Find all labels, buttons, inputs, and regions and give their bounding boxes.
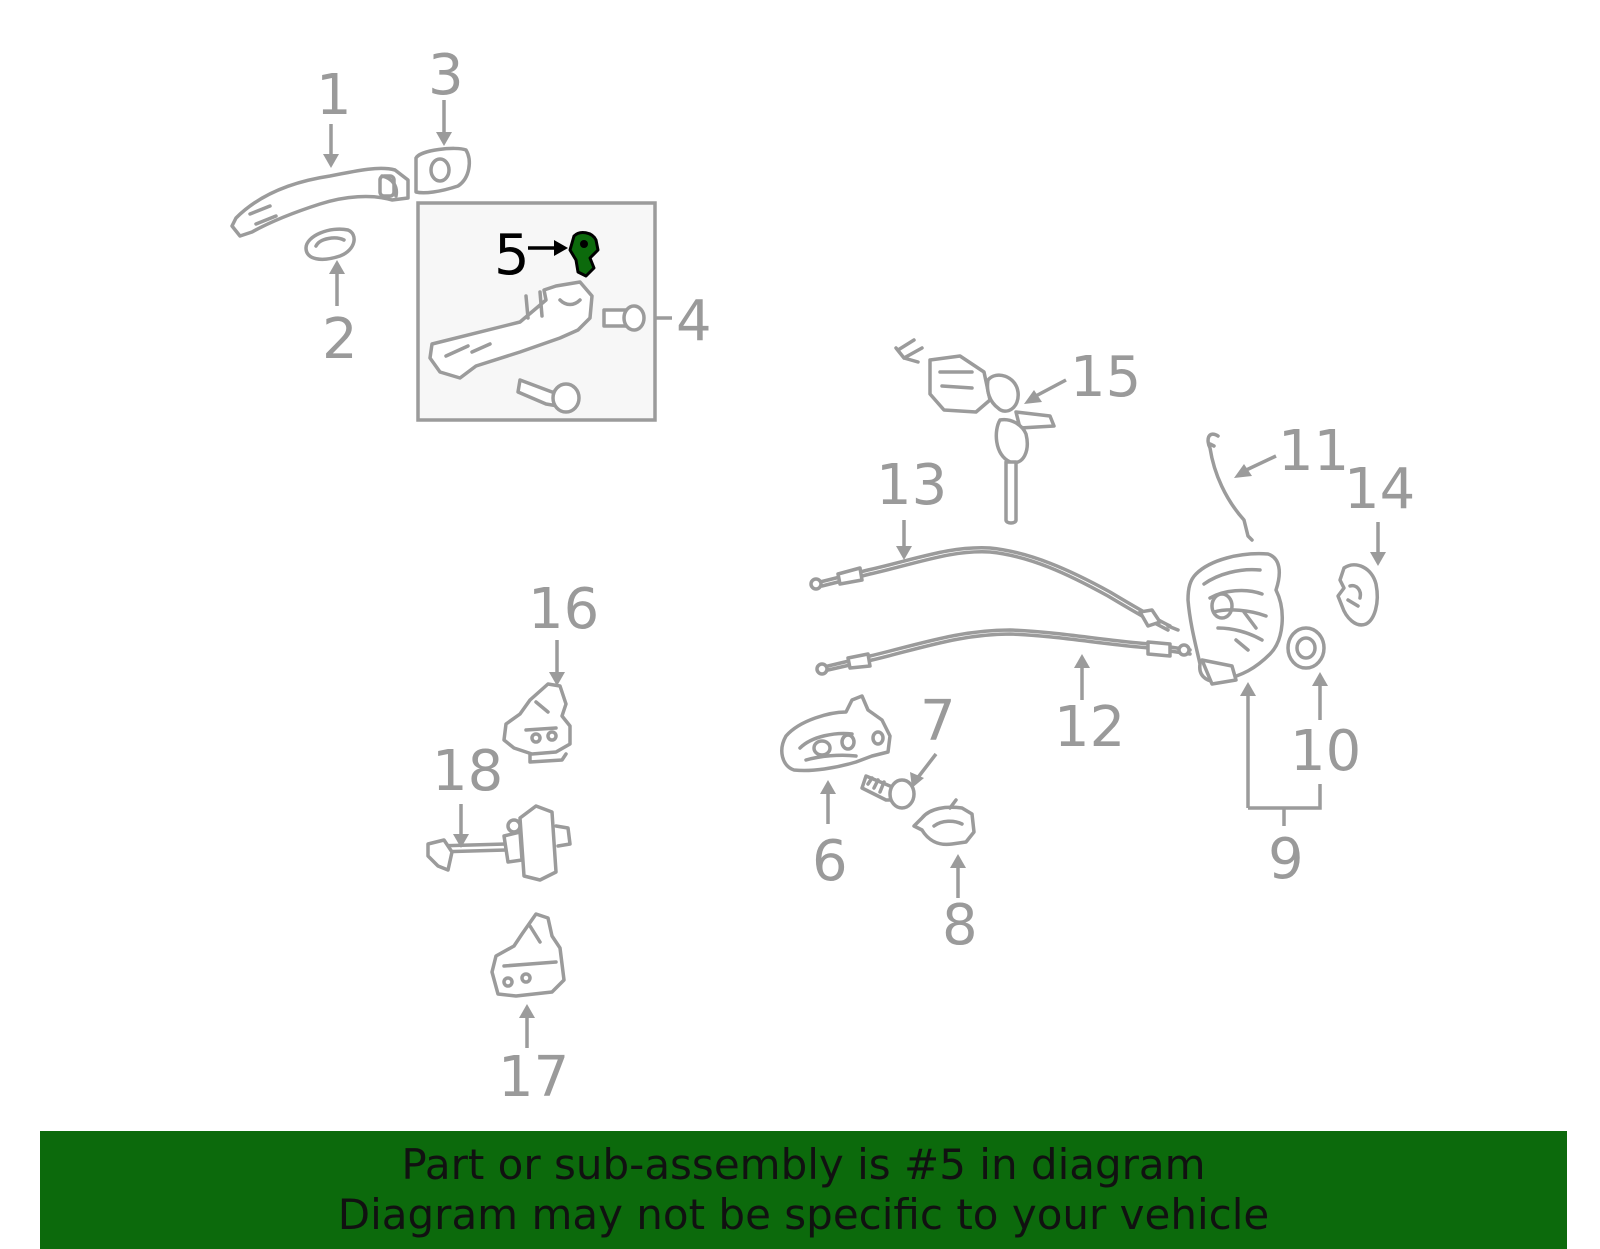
callout-3: 3 bbox=[428, 43, 464, 108]
part-14-clip[interactable] bbox=[1336, 563, 1379, 627]
leader-lines bbox=[323, 100, 1386, 1048]
callout-1: 1 bbox=[316, 63, 352, 128]
part-11-lock-rod[interactable] bbox=[1206, 432, 1254, 542]
part-17-lower-hinge[interactable] bbox=[490, 912, 566, 998]
callout-8: 8 bbox=[942, 893, 978, 958]
part-3-handle-cap[interactable] bbox=[414, 146, 472, 195]
part-7-screw[interactable] bbox=[860, 774, 916, 810]
part-16-upper-hinge[interactable] bbox=[502, 682, 572, 764]
notice-banner: Part or sub-assembly is #5 in diagram Di… bbox=[40, 1131, 1567, 1249]
callout-13: 13 bbox=[876, 453, 947, 518]
part-9-door-lock[interactable] bbox=[1186, 551, 1284, 686]
callout-10: 10 bbox=[1290, 719, 1361, 784]
part-15-lock-cylinder[interactable] bbox=[894, 338, 1056, 525]
part-6-latch[interactable] bbox=[780, 694, 892, 773]
callout-5: 5 bbox=[494, 223, 530, 288]
part-5-highlighted[interactable] bbox=[568, 231, 600, 278]
callout-14: 14 bbox=[1344, 457, 1415, 522]
callout-17: 17 bbox=[498, 1045, 569, 1110]
part-18-door-check[interactable] bbox=[426, 804, 572, 882]
part-4-bracket-assembly[interactable] bbox=[416, 201, 657, 422]
callout-18: 18 bbox=[432, 739, 503, 804]
callout-12: 12 bbox=[1054, 695, 1125, 760]
callout-6: 6 bbox=[812, 829, 848, 894]
part-1-outside-handle[interactable] bbox=[230, 166, 410, 238]
part-8-clip[interactable] bbox=[912, 798, 976, 847]
callout-11: 11 bbox=[1278, 419, 1349, 484]
part-10-grommet[interactable] bbox=[1286, 626, 1326, 670]
part-13-upper-cable[interactable] bbox=[809, 546, 1180, 632]
part-12-lower-cable[interactable] bbox=[815, 628, 1192, 676]
callout-7: 7 bbox=[920, 689, 956, 754]
banner-line-1: Part or sub-assembly is #5 in diagram bbox=[401, 1140, 1206, 1189]
callout-numbers: 1 2 3 4 5 6 7 8 9 10 11 12 13 14 15 16 1… bbox=[316, 43, 1415, 1110]
callout-15: 15 bbox=[1070, 345, 1141, 410]
banner-line-2: Diagram may not be specific to your vehi… bbox=[337, 1190, 1270, 1239]
part-2-handle-pad[interactable] bbox=[304, 227, 356, 262]
callout-4: 4 bbox=[676, 289, 712, 354]
callout-2: 2 bbox=[322, 307, 358, 372]
callout-9: 9 bbox=[1268, 827, 1304, 892]
callout-16: 16 bbox=[528, 577, 599, 642]
